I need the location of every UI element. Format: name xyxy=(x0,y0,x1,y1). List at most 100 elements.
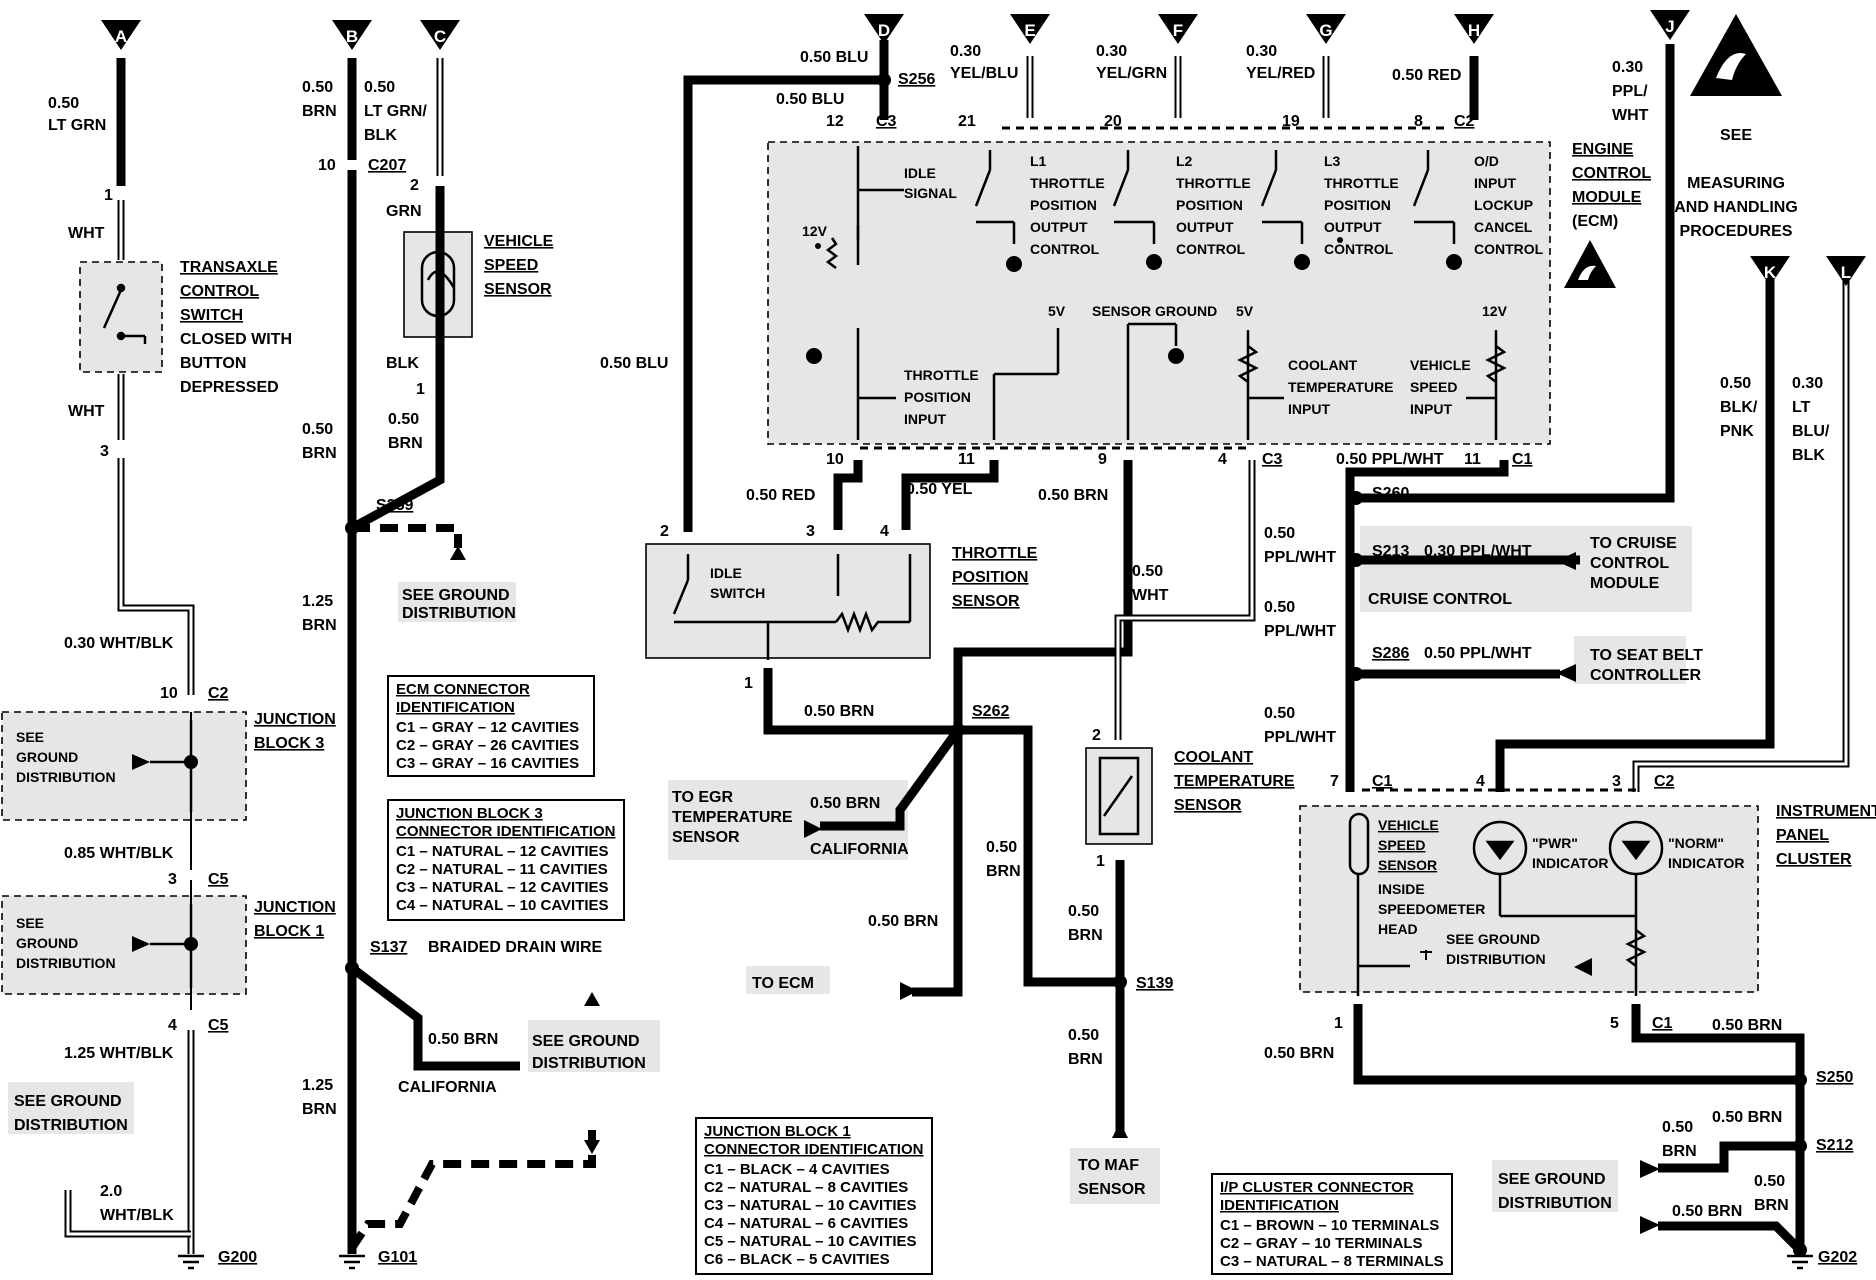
see-gnd-s259-1: SEE GROUND xyxy=(402,587,510,604)
ipc-gnd-1: SEE GROUND xyxy=(1446,931,1540,947)
cts-label-3: SENSOR xyxy=(1174,797,1242,814)
pin-ipc-5: 5 xyxy=(1610,1015,1619,1032)
california-brn: 0.50 BRN xyxy=(428,1031,498,1048)
tps-label-2: POSITION xyxy=(952,569,1028,586)
wire-f-gauge: 0.30 xyxy=(1096,43,1127,60)
ground-symbols xyxy=(178,1254,1813,1270)
ecm-l1-4: OUTPUT xyxy=(1030,219,1088,235)
ipc-table-row-2: C2 – GRAY – 10 TERMINALS xyxy=(1220,1235,1423,1252)
wire-egr-brn: 0.50 BRN xyxy=(810,795,880,812)
pin-c2: 2 xyxy=(410,177,419,194)
wire-wht-blk-030: 0.30 WHT/BLK xyxy=(64,635,174,652)
ecm-od-4: CANCEL xyxy=(1474,219,1533,235)
pin-a1: 1 xyxy=(104,187,113,204)
ecm-vsi-3: INPUT xyxy=(1410,401,1452,417)
arrow-heads xyxy=(132,546,1660,1234)
ipc-pwr-1: "PWR" xyxy=(1532,835,1578,851)
jb1-gnd-3: DISTRIBUTION xyxy=(16,955,116,971)
pin-tps-4: 4 xyxy=(880,523,889,540)
wire-l-color2: BLU/ xyxy=(1792,423,1830,440)
pin-ipc-3: 3 xyxy=(1612,773,1621,790)
terminal-h: H xyxy=(1468,21,1480,40)
to-cruise-2: CONTROL xyxy=(1590,555,1669,572)
wire-k-color2: PNK xyxy=(1720,423,1754,440)
wire-ipc-c1-1: 0.50 BRN xyxy=(1264,1045,1334,1062)
to-egr-3: SENSOR xyxy=(672,829,740,846)
jb1-table-row-2: C2 – NATURAL – 8 CAVITIES xyxy=(704,1179,908,1196)
tps-idle-1: IDLE xyxy=(710,565,742,581)
ecm-l2-3: POSITION xyxy=(1176,197,1243,213)
jb3-gnd-3: DISTRIBUTION xyxy=(16,769,116,785)
pin-ipc-4: 4 xyxy=(1476,773,1485,790)
connector-ipc-c1: C1 xyxy=(1372,773,1393,790)
wire-d-s256: 0.50 BLU xyxy=(776,91,844,108)
wire-b-125b-gauge: 1.25 xyxy=(302,1077,333,1094)
ecm-cti-1: COOLANT xyxy=(1288,357,1358,373)
wire-maf-color: BRN xyxy=(1068,1051,1103,1068)
wire-wht2: WHT xyxy=(68,403,105,420)
ecm-tpi-2: POSITION xyxy=(904,389,971,405)
ecm-label-abbr: (ECM) xyxy=(1572,213,1618,230)
pin-jb3-3: 3 xyxy=(168,871,177,888)
to-ecm: TO ECM xyxy=(752,975,814,992)
pin-jb3-10: 10 xyxy=(160,685,178,702)
connector-ipc-c2: C2 xyxy=(1654,773,1675,790)
terminal-l: L xyxy=(1841,263,1851,282)
splice-s250: S250 xyxy=(1816,1069,1853,1086)
wire-k-color1: BLK/ xyxy=(1720,399,1758,416)
ipc-norm-2: INDICATOR xyxy=(1668,855,1744,871)
terminal-b-arrow xyxy=(332,20,372,50)
vss-label-3: SENSOR xyxy=(484,281,552,298)
pin-ecm-4: 4 xyxy=(1218,451,1227,468)
wire-ppl2-color: PPL/WHT xyxy=(1264,623,1336,640)
wire-wht-blk-125: 1.25 WHT/BLK xyxy=(64,1045,174,1062)
wires xyxy=(64,40,1850,1254)
pin-tps-3: 3 xyxy=(806,523,815,540)
transaxle-note-3: DEPRESSED xyxy=(180,379,279,396)
wire-ppl1-gauge: 0.50 xyxy=(1264,525,1295,542)
splice-s213: S213 xyxy=(1372,543,1409,560)
california-1: CALIFORNIA xyxy=(398,1079,497,1096)
splice-s256: S256 xyxy=(898,71,935,88)
wire-d-left: 0.50 BLU xyxy=(600,355,668,372)
ipc-label-3: CLUSTER xyxy=(1776,851,1852,868)
transaxle-note-1: CLOSED WITH xyxy=(180,331,292,348)
wire-wht1: WHT xyxy=(68,225,105,242)
procedures-note: PROCEDURES xyxy=(1680,223,1793,240)
splice-s259: S259 xyxy=(376,497,413,514)
component-symbols xyxy=(102,146,1664,996)
see-note: SEE xyxy=(1720,127,1752,144)
tps-label-3: SENSOR xyxy=(952,593,1020,610)
ipc-vss-2: SPEED xyxy=(1378,837,1425,853)
wire-s212-right-color: BRN xyxy=(1754,1197,1789,1214)
pin-ecm-12: 12 xyxy=(826,113,844,130)
pin-cts-1: 1 xyxy=(1096,853,1105,870)
wire-e-gauge: 0.30 xyxy=(950,43,981,60)
ipc-table-row-3: C3 – NATURAL – 8 TERMINALS xyxy=(1220,1253,1444,1270)
pin-tps-1: 1 xyxy=(744,675,753,692)
cruise-shade xyxy=(1360,526,1692,612)
see-gnd-right-2: DISTRIBUTION xyxy=(1498,1195,1612,1212)
to-egr-1: TO EGR xyxy=(672,789,733,806)
wire-c-color1: LT GRN/ xyxy=(364,103,427,120)
to-maf-2: SENSOR xyxy=(1078,1181,1146,1198)
ecm-connector-table: ECM CONNECTOR IDENTIFICATION C1 – GRAY –… xyxy=(387,675,595,777)
ecm-label-2: CONTROL xyxy=(1572,165,1651,182)
wire-ppl2-gauge: 0.50 xyxy=(1264,599,1295,616)
terminal-b: B xyxy=(346,27,358,46)
ecm-12v-b: 12V xyxy=(1482,303,1508,319)
cruise-control: CRUISE CONTROL xyxy=(1368,591,1512,608)
wire-s212-left-color: BRN xyxy=(1662,1143,1697,1160)
ecm-l1-3: POSITION xyxy=(1030,197,1097,213)
ecm-l3-5: CONTROL xyxy=(1324,241,1394,257)
tps-box xyxy=(645,543,931,659)
jb1-gnd-2: GROUND xyxy=(16,935,78,951)
terminal-f-arrow xyxy=(1158,14,1198,44)
pin-c1: 1 xyxy=(416,381,425,398)
cts-label-1: COOLANT xyxy=(1174,749,1253,766)
pin-ecm-9: 9 xyxy=(1098,451,1107,468)
jb3-table-row-3: C3 – NATURAL – 12 CAVITIES xyxy=(396,879,609,896)
splice-s139: S139 xyxy=(1136,975,1173,992)
pin-tps-2: 2 xyxy=(660,523,669,540)
ecm-tpi-3: INPUT xyxy=(904,411,946,427)
